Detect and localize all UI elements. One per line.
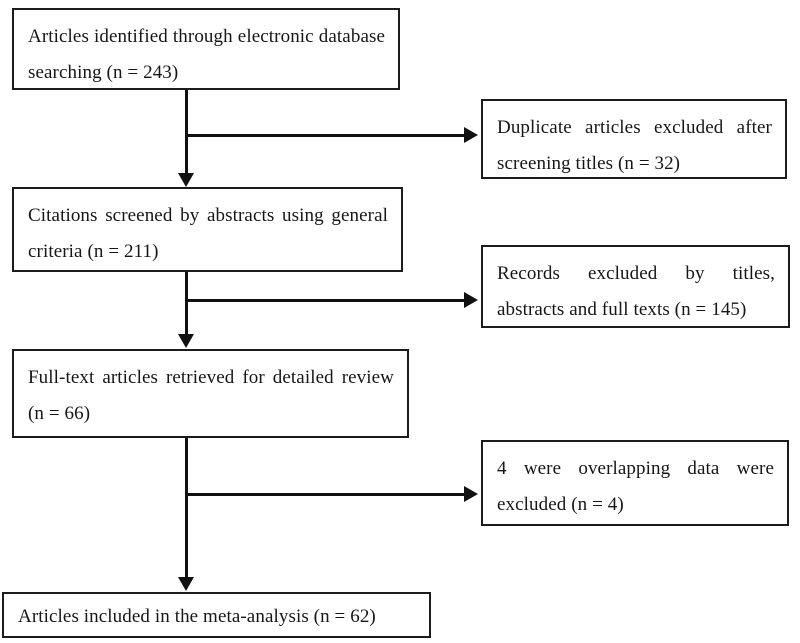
exclusion-box-overlapping-label: 4 were overlapping data were excluded (n… — [497, 458, 774, 515]
arrowhead-down-to-included — [178, 577, 194, 591]
exclusion-box-records-excluded-label: Records excluded by titles, abstracts an… — [497, 263, 775, 320]
branch-line-overlapping — [185, 493, 464, 496]
flow-box-fulltext-label: Full-text articles retrieved for detaile… — [28, 367, 394, 424]
arrowhead-right-to-duplicates — [464, 127, 478, 143]
flow-box-identified: Articles identified through electronic d… — [12, 8, 400, 90]
flow-box-included-label: Articles included in the meta-analysis (… — [18, 606, 376, 627]
arrowhead-down-to-screened — [178, 173, 194, 187]
flow-box-fulltext: Full-text articles retrieved for detaile… — [12, 349, 409, 438]
arrowhead-down-to-fulltext — [178, 334, 194, 348]
flow-box-identified-label: Articles identified through electronic d… — [28, 26, 385, 83]
exclusion-box-duplicates-label: Duplicate articles excluded after screen… — [497, 117, 772, 174]
arrowhead-right-to-records-excluded — [464, 292, 478, 308]
flow-box-screened: Citations screened by abstracts using ge… — [12, 187, 403, 272]
connector-fulltext-to-included — [185, 438, 188, 578]
arrowhead-right-to-overlapping — [464, 486, 478, 502]
exclusion-box-duplicates: Duplicate articles excluded after screen… — [481, 99, 787, 179]
connector-screened-to-fulltext — [185, 272, 188, 335]
branch-line-records-excluded — [185, 299, 464, 302]
connector-identified-to-screened — [185, 90, 188, 174]
branch-line-duplicates — [185, 134, 464, 137]
exclusion-box-overlapping: 4 were overlapping data were excluded (n… — [481, 440, 789, 526]
exclusion-box-records-excluded: Records excluded by titles, abstracts an… — [481, 245, 790, 328]
flow-box-included: Articles included in the meta-analysis (… — [2, 592, 431, 638]
flow-box-screened-label: Citations screened by abstracts using ge… — [28, 205, 388, 262]
